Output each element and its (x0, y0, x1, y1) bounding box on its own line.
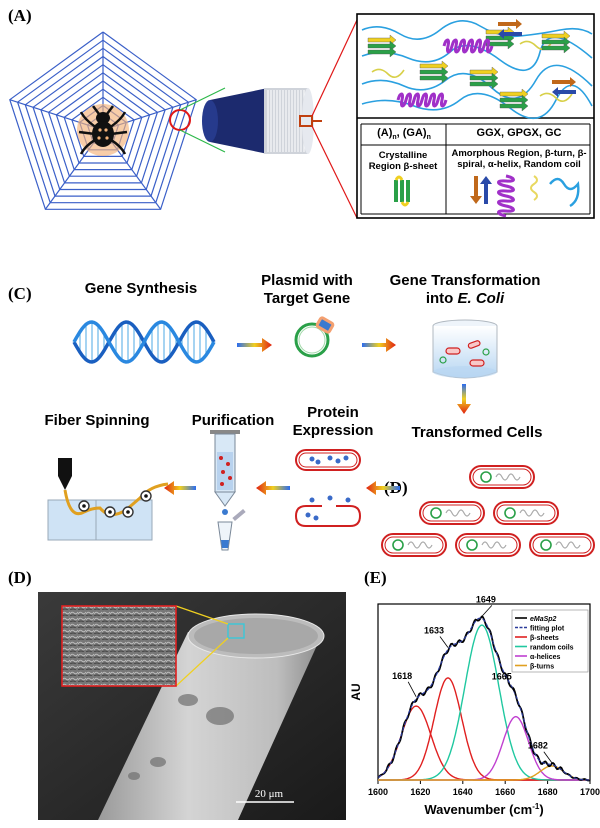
step-gene-synthesis: Gene Synthesis (84, 280, 198, 297)
peak-label-1665: 1665 (492, 672, 512, 682)
arrow-4 (256, 481, 290, 495)
peak-pointer (543, 751, 553, 763)
legend-box (511, 609, 589, 673)
step-plasmid: Plasmid with Target Gene (261, 272, 353, 307)
arrow-2 (362, 338, 396, 352)
legend-item-1: fitting plot (530, 626, 565, 633)
arrow-3 (366, 481, 400, 495)
amorphous-region-label: Amorphous Region, β-turn, β-spiral, α-he… (451, 148, 587, 170)
peak-label-1682: 1682 (528, 741, 548, 751)
beaker-icon (432, 319, 498, 379)
x-tick-label: 1660 (495, 787, 515, 797)
peak-label-1618: 1618 (392, 671, 412, 681)
peak-pointer (481, 605, 493, 617)
peak-curve-1633 (378, 677, 590, 781)
arrow-1 (237, 338, 272, 352)
structure-legend-icons (394, 174, 580, 218)
legend-item-0: eMaSp2 (530, 616, 557, 623)
sem-image (38, 592, 346, 820)
series-fitting-plot (377, 617, 590, 781)
arrow-down (457, 384, 471, 414)
legend-item-5: β-turns (530, 664, 554, 671)
x-tick-label: 1680 (538, 787, 558, 797)
step-fiber-spinning: Fiber Spinning (44, 412, 150, 429)
legend-item-4: α-helices (530, 654, 560, 661)
peak-label-1649: 1649 (476, 594, 496, 604)
x-tick-label: 1640 (453, 787, 473, 797)
transformed-cells-icon (381, 465, 595, 557)
step-transformed-cells: Transformed Cells (411, 424, 543, 441)
legend-item-2: β-sheets (530, 635, 559, 642)
spider-web-illustration (9, 13, 595, 219)
beta-turn-icons (498, 19, 576, 97)
step-protein-expression: Protein Expression (292, 404, 374, 439)
legend-item-3: random coils (530, 645, 574, 652)
crystalline-region-label: Crystalline Region β-sheet (368, 150, 438, 172)
alpha-helix-icons (396, 38, 494, 108)
peak-pointer (439, 636, 449, 648)
panel-label-a: (A) (8, 6, 32, 25)
table-header-left: (A)n, (GA)n (377, 127, 431, 142)
peak-curve-1665 (378, 715, 590, 781)
spider-icon (77, 104, 129, 156)
y-axis-label: AU (349, 683, 363, 700)
purification-column-icon (210, 430, 246, 551)
x-tick-label: 1600 (368, 787, 388, 797)
panel-label-d: (D) (8, 568, 32, 587)
panel-label-c: (C) (8, 284, 32, 303)
step-transformation: Gene Transformation into E. Coli (389, 272, 541, 307)
gene-pipeline-illustration (47, 316, 595, 557)
peak-pointer (407, 681, 417, 698)
dna-double-helix-icon (72, 320, 216, 364)
peak-label-1633: 1633 (424, 626, 444, 636)
panel-label-e: (E) (364, 568, 387, 587)
table-header-right: GGX, GPGX, GC (476, 127, 562, 139)
peak-pointer (507, 682, 517, 694)
plasmid-icon (294, 316, 335, 358)
x-tick-label: 1620 (410, 787, 430, 797)
protein-expression-cells (295, 449, 362, 527)
sem-scale-bar-label: 20 μm (254, 788, 284, 800)
arrow-5 (164, 481, 196, 495)
fiber-spinning-icon (47, 458, 169, 541)
x-tick-label: 1700 (580, 787, 600, 797)
step-purification: Purification (191, 412, 275, 429)
fiber-bundle-illustration (202, 88, 322, 154)
x-axis-label: Wavenumber (cm-1) (424, 802, 543, 817)
